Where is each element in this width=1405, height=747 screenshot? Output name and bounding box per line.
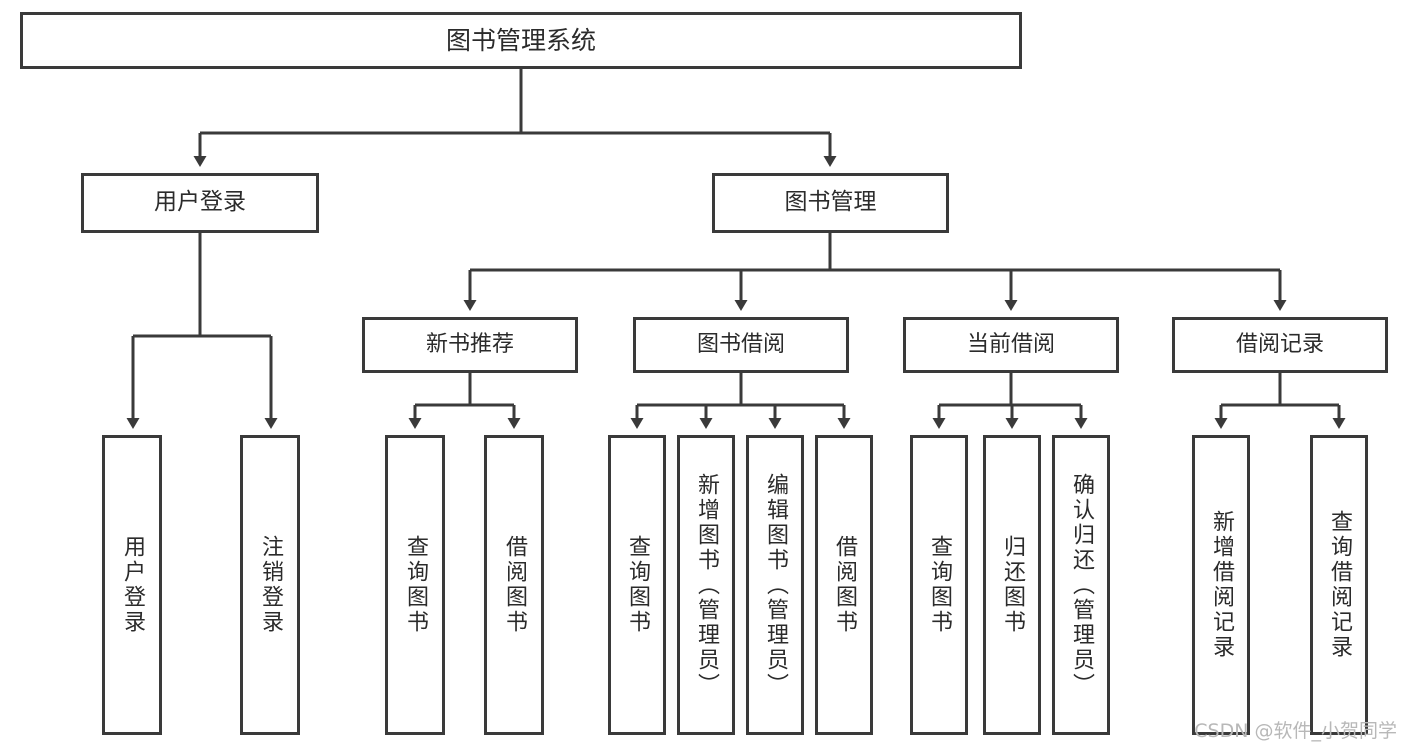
- node-leaf-logout-login[interactable]: 注销登录: [240, 435, 300, 735]
- node-label: 新增借阅记录: [1208, 510, 1234, 660]
- node-user-login[interactable]: 用户登录: [81, 173, 319, 233]
- node-leaf-add-borrow-record[interactable]: 新增借阅记录: [1192, 435, 1250, 735]
- node-label: 用户登录: [154, 189, 246, 216]
- node-leaf-edit-book-admin[interactable]: 编辑图书（管理员）: [746, 435, 804, 735]
- node-leaf-query-book-borrow[interactable]: 查询图书: [608, 435, 666, 735]
- node-label: 图书借阅: [696, 332, 785, 358]
- node-label: 借阅图书: [501, 535, 527, 635]
- node-leaf-return-book[interactable]: 归还图书: [983, 435, 1041, 735]
- node-book-manage[interactable]: 图书管理: [712, 173, 949, 233]
- node-leaf-borrow-book-recommend[interactable]: 借阅图书: [484, 435, 544, 735]
- node-label: 注销登录: [257, 535, 283, 635]
- node-label: 当前借阅: [966, 332, 1055, 358]
- node-leaf-add-book-admin[interactable]: 新增图书（管理员）: [677, 435, 735, 735]
- node-leaf-query-borrow-record[interactable]: 查询借阅记录: [1310, 435, 1368, 735]
- node-book-borrow[interactable]: 图书借阅: [633, 317, 849, 373]
- node-label: 借阅记录: [1235, 332, 1324, 358]
- node-borrow-record[interactable]: 借阅记录: [1172, 317, 1388, 373]
- node-label: 确认归还（管理员）: [1068, 472, 1094, 698]
- node-label: 图书管理: [784, 189, 877, 216]
- node-label: 新书推荐: [425, 332, 514, 358]
- node-leaf-borrow-book[interactable]: 借阅图书: [815, 435, 873, 735]
- node-label: 编辑图书（管理员）: [762, 472, 788, 698]
- node-label: 用户登录: [119, 535, 145, 635]
- node-current-borrow[interactable]: 当前借阅: [903, 317, 1119, 373]
- node-leaf-query-book-recommend[interactable]: 查询图书: [385, 435, 445, 735]
- node-label: 图书管理系统: [445, 25, 596, 55]
- node-leaf-confirm-return-admin[interactable]: 确认归还（管理员）: [1052, 435, 1110, 735]
- watermark-text: CSDN @软件_小贺同学: [1194, 720, 1397, 742]
- node-label: 新增图书（管理员）: [693, 472, 719, 698]
- node-root-system[interactable]: 图书管理系统: [20, 12, 1022, 69]
- node-label: 借阅图书: [831, 535, 857, 635]
- node-label: 查询图书: [624, 535, 650, 635]
- node-label: 查询借阅记录: [1326, 510, 1352, 660]
- node-new-book-recommend[interactable]: 新书推荐: [362, 317, 578, 373]
- node-leaf-user-login[interactable]: 用户登录: [102, 435, 162, 735]
- node-label: 查询图书: [926, 535, 952, 635]
- node-label: 查询图书: [402, 535, 428, 635]
- node-leaf-query-book-current[interactable]: 查询图书: [910, 435, 968, 735]
- node-label: 归还图书: [999, 535, 1025, 635]
